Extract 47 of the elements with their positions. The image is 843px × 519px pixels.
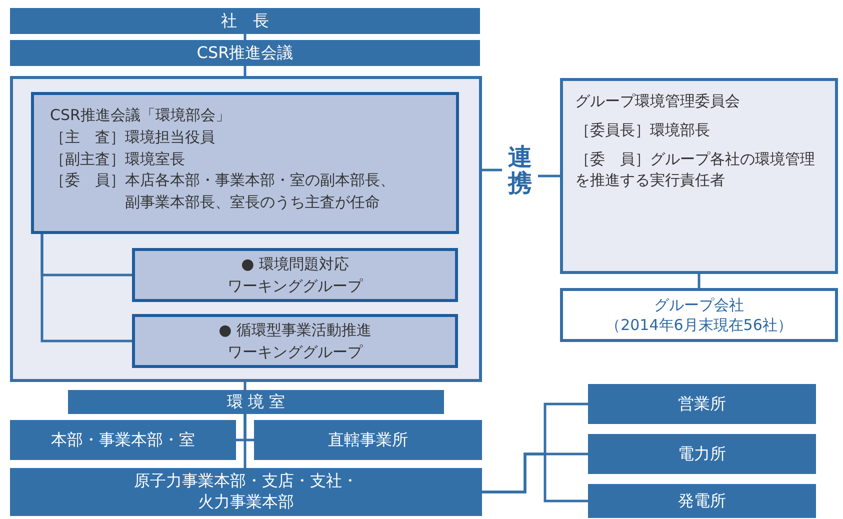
node-text: 電力所 (678, 444, 726, 464)
node-text: 発電所 (678, 490, 726, 512)
connector-line (40, 234, 132, 342)
group-company-box (560, 288, 838, 342)
connector-line (698, 274, 700, 288)
committee-panel (10, 76, 482, 382)
org-box (254, 420, 482, 460)
org-box (10, 40, 480, 66)
committee-box (560, 78, 838, 274)
node-text: ワーキンググループ (228, 276, 362, 297)
org-box (10, 468, 482, 516)
org-box (588, 484, 816, 518)
node-text: 原子力事業本部・支店・支社・火力事業本部 (133, 471, 359, 513)
node-text: ● 環境問題対応 (241, 254, 349, 274)
node-text: （2014年6月末現在56社） (606, 315, 792, 336)
connector-line (244, 34, 246, 40)
org-box (588, 434, 816, 474)
node-text: グループ会社 (654, 294, 744, 315)
connector-line (244, 382, 246, 390)
node-text: 営業所 (678, 394, 726, 414)
node-text: ワーキンググループ (228, 342, 362, 363)
connector-line (482, 168, 502, 172)
connector-line (482, 452, 588, 502)
node-text: CSR推進会議 (196, 42, 294, 64)
node-text: 本部・事業本部・室 (51, 430, 195, 450)
node-text: ［委員長］環境部長 (575, 120, 711, 141)
org-box (10, 8, 480, 34)
node-text: ● 循環型事業活動推進 (218, 320, 372, 340)
connector-line (538, 174, 560, 178)
subcommittee-box (31, 92, 459, 234)
working-group-box (132, 248, 458, 302)
org-box (10, 420, 236, 460)
node-text: 環 境 室 (226, 392, 286, 412)
node-text: ［主 査］環境担当役員 (50, 126, 216, 148)
heading-text: CSR推進会議「環境部会」 (50, 105, 232, 126)
org-box (68, 390, 444, 414)
node-text: 連携 (508, 144, 532, 196)
node-text: 直轄事業所 (328, 430, 408, 450)
connector-line (244, 414, 246, 468)
node-text: ［委 員］本店各本部・事業本部・室の副本部長、副事業本部長、室長のうち主査が任命 (50, 170, 396, 213)
node-text: 社 長 (221, 10, 269, 32)
node-text: ［副主査］環境室長 (50, 148, 186, 170)
org-box (588, 384, 816, 424)
node-text: ［委 員］グループ各社の環境管理を推進する実行責任者 (575, 149, 816, 191)
connector-line (244, 66, 246, 76)
working-group-box (132, 314, 458, 368)
heading-text: グループ環境管理委員会 (575, 91, 741, 112)
